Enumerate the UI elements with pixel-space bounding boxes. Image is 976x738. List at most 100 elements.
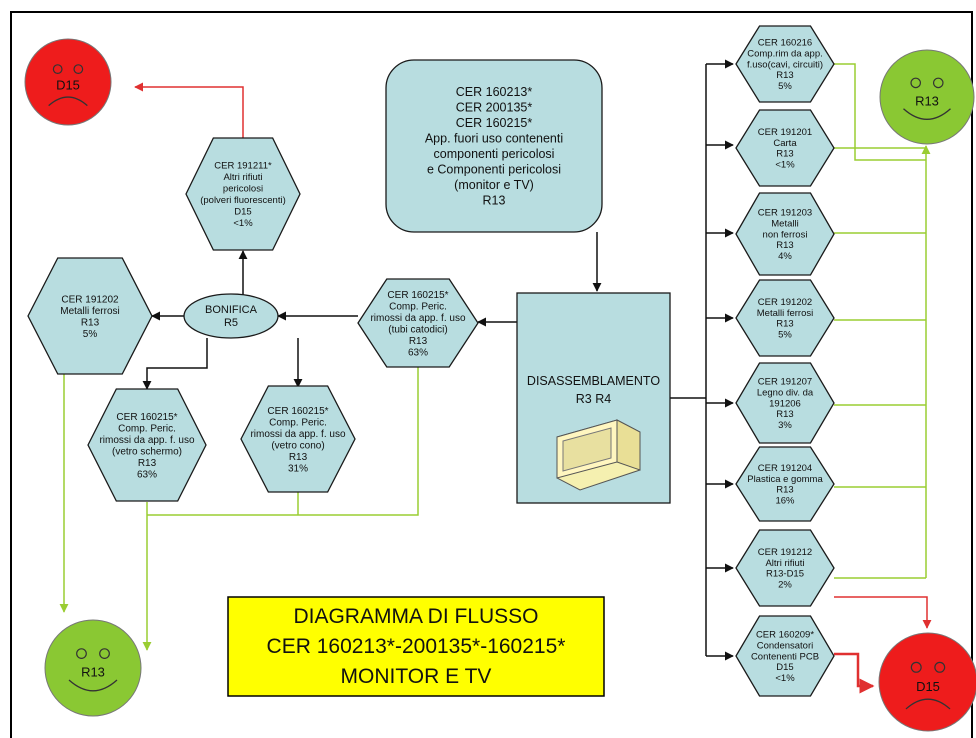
hexagon-shape — [735, 615, 835, 697]
title-line: CER 160213*-200135*-160215* — [267, 635, 566, 658]
node-label-line: 63% — [137, 469, 157, 480]
connectors — [59, 59, 932, 694]
node-label-line: CER 160216 — [758, 38, 812, 49]
node-label-line: R13 — [483, 194, 506, 208]
node-label-line: <1% — [775, 160, 795, 171]
node-label-line: Plastica e gomma — [747, 474, 823, 485]
monitor-icon — [556, 419, 641, 491]
hexagon-shape — [735, 446, 835, 522]
node-label-line: R13-D15 — [766, 569, 804, 580]
bonifica-code: R5 — [224, 317, 238, 329]
node-label-line: componenti pericolosi — [434, 147, 555, 161]
hexagon-shape — [357, 278, 479, 368]
node-label-line: R13 — [409, 336, 428, 347]
hexagon-shape — [735, 109, 835, 187]
node-label-line: CER 191211* — [214, 161, 272, 172]
node-label-line: R13 — [776, 485, 793, 496]
node-label-line: 2% — [778, 580, 792, 591]
node-label-line: 3% — [778, 420, 792, 431]
node-label-line: (monitor e TV) — [454, 178, 534, 192]
face-label: D15 — [56, 78, 80, 93]
node-label-line: Comp. Peric. — [389, 301, 447, 312]
sad-face-icon: D15 — [24, 38, 112, 126]
node-label-line: App. fuori uso contenenti — [425, 132, 563, 146]
node-label-line: R13 — [776, 149, 793, 160]
title-line: DIAGRAMMA DI FLUSSO — [293, 605, 538, 628]
node-label-line: R13 — [289, 452, 308, 463]
node-tubi: CER 160215*Comp. Peric.rimossi da app. f… — [357, 278, 479, 368]
hexagon-shape — [87, 388, 207, 502]
node-label-line: Metalli ferrosi — [60, 306, 119, 317]
arrow-r7-to-d15 — [834, 596, 932, 629]
node-label-line: CER 160215* — [456, 116, 533, 130]
disassembly-codes: R3 R4 — [576, 392, 611, 406]
node-label-line: D15 — [234, 207, 251, 218]
face-label: D15 — [916, 679, 940, 694]
node-label-line: CER 160215* — [387, 290, 448, 301]
node-label-line: R13 — [776, 409, 793, 420]
rounded-box — [385, 59, 603, 233]
arrow-r8-to-d15 — [834, 652, 875, 694]
sad-face-icon: D15 — [878, 632, 976, 732]
node-label-line: D15 — [776, 662, 793, 673]
node-label-line: e Componenti pericolosi — [427, 163, 561, 177]
node-label-line: CER 191212 — [758, 547, 812, 558]
node-label-line: CER 191201 — [758, 127, 812, 138]
node-label-line: non ferrosi — [763, 229, 808, 240]
node-label-line: Condensatori — [757, 641, 814, 652]
green-lines-left — [59, 366, 419, 651]
bonifica-label: BONIFICA — [205, 304, 258, 316]
title-box: DIAGRAMMA DI FLUSSO CER 160213*-200135*-1… — [227, 596, 605, 697]
node-label-line: Comp. Peric. — [118, 423, 176, 434]
hexagon-shape — [735, 192, 835, 276]
node-label-line: rimossi da app. f. uso — [250, 429, 345, 440]
node-label-line: R13 — [138, 458, 157, 469]
happy-face-icon: R13 — [44, 619, 142, 717]
node-label-line: R13 — [776, 319, 793, 330]
hexagon-shape — [185, 137, 301, 251]
node-label-line: 191206 — [769, 398, 801, 409]
node-label-line: 63% — [408, 347, 428, 358]
arrow-bonifica-to-vetro-schermo — [142, 338, 208, 390]
node-vetro-schermo: CER 160215*Comp. Peric.rimossi da app. f… — [87, 388, 207, 502]
node-label-line: 4% — [778, 251, 792, 262]
node-label-line: 5% — [83, 329, 98, 340]
hexagon-shape — [735, 362, 835, 444]
title-line: MONITOR E TV — [341, 665, 492, 688]
arrow-polveri-to-d15 — [134, 82, 244, 140]
node-label-line: 5% — [778, 330, 792, 341]
node-label-line: CER 160209* — [756, 630, 814, 641]
node-label-line: (vetro schermo) — [112, 446, 182, 457]
node-label-line: CER 191204 — [758, 463, 812, 474]
node-label-line: CER 200135* — [456, 101, 533, 115]
node-label-line: Altri rifiuti — [223, 172, 262, 183]
node-label-line: Legno div. da — [757, 388, 814, 399]
green-lines-right — [834, 63, 931, 579]
hexagon-shape — [27, 257, 153, 375]
ellipse-shape — [183, 293, 279, 339]
node-label-line: CER 160215* — [116, 412, 177, 423]
node-polveri: CER 191211*Altri rifiutipericolosi(polve… — [185, 137, 301, 251]
node-label-line: (vetro cono) — [271, 440, 324, 451]
node-label-line: 31% — [288, 463, 308, 474]
node-label-line: 5% — [778, 81, 792, 92]
face-label: R13 — [915, 93, 939, 108]
node-label-line: Altri rifiuti — [765, 558, 804, 569]
node-label-line: rimossi da app. f. uso — [99, 435, 194, 446]
node-label-line: f.uso(cavi, circuiti) — [747, 59, 823, 70]
node-label-line: CER 191202 — [758, 297, 812, 308]
node-label-line: Contenenti PCB — [751, 651, 819, 662]
hexagon-shape — [735, 529, 835, 607]
node-label-line: pericolosi — [223, 184, 263, 195]
